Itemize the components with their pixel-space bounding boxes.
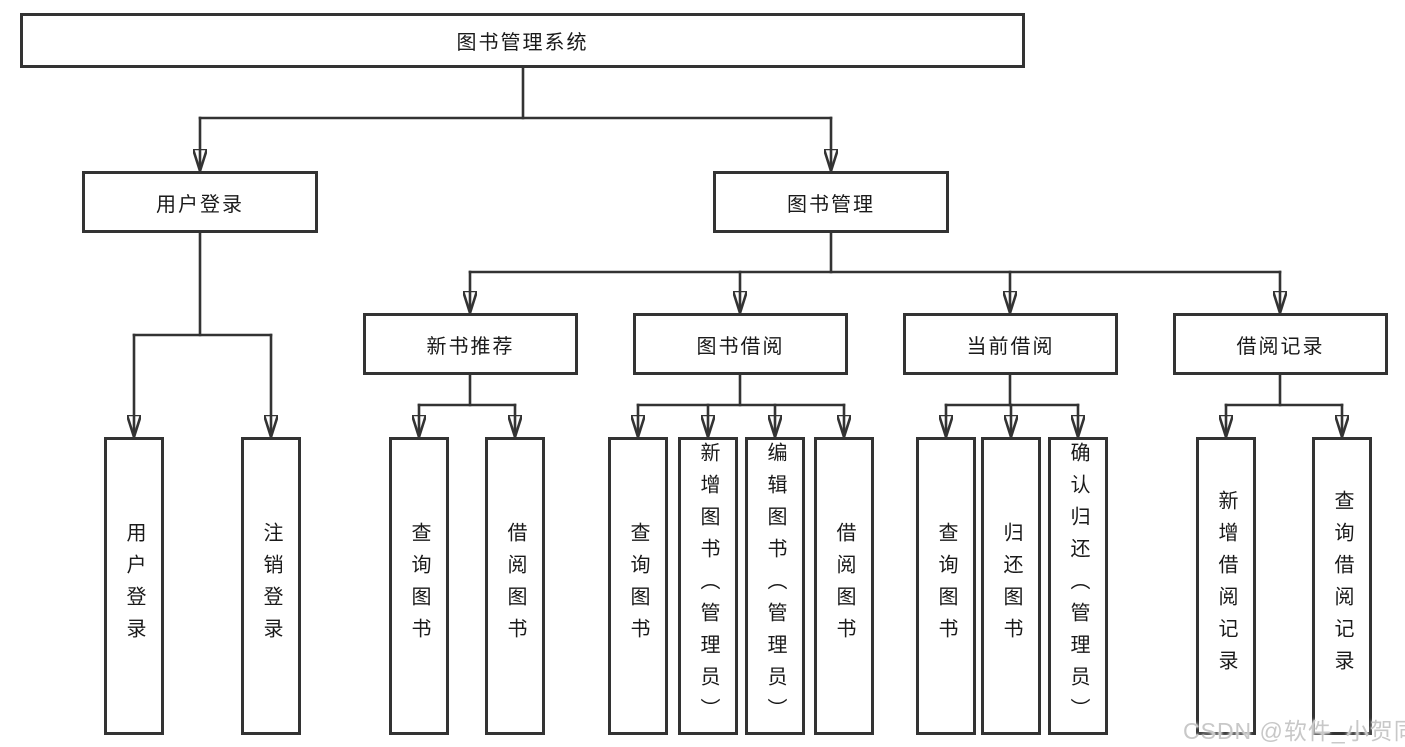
leaf-user-login: 用户登录	[104, 437, 164, 735]
leaf-label: 查询借阅记录	[1331, 490, 1353, 682]
leaf-query-borrow-record: 查询借阅记录	[1312, 437, 1372, 735]
leaf-label: 借阅图书	[833, 522, 855, 650]
leaf-query-books: 查询图书	[608, 437, 668, 735]
leaf-logout: 注销登录	[241, 437, 301, 735]
node-user-login: 用户登录	[82, 171, 318, 233]
leaf-add-borrow-record: 新增借阅记录	[1196, 437, 1256, 735]
leaf-label: 查询图书	[408, 522, 430, 650]
leaf-query-books: 查询图书	[389, 437, 449, 735]
leaf-borrow-books: 借阅图书	[814, 437, 874, 735]
node-label: 新书推荐	[426, 335, 515, 358]
leaf-label: 新增图书（管理员）	[697, 442, 719, 730]
node-borrowing-records: 借阅记录	[1173, 313, 1388, 375]
leaf-return-books: 归还图书	[981, 437, 1041, 735]
leaf-label: 查询图书	[627, 522, 649, 650]
node-label: 当前借阅	[966, 335, 1055, 358]
leaf-confirm-return-admin: 确认归还（管理员）	[1048, 437, 1108, 735]
leaf-query-books: 查询图书	[916, 437, 976, 735]
node-label: 借阅记录	[1236, 335, 1325, 358]
leaf-edit-books-admin: 编辑图书（管理员）	[745, 437, 805, 735]
node-label: 图书管理	[787, 193, 875, 216]
leaf-label: 确认归还（管理员）	[1067, 442, 1089, 730]
node-book-management: 图书管理	[713, 171, 949, 233]
node-book-borrowing: 图书借阅	[633, 313, 848, 375]
node-current-borrowing: 当前借阅	[903, 313, 1118, 375]
leaf-borrow-books: 借阅图书	[485, 437, 545, 735]
node-label: 用户登录	[156, 193, 244, 216]
leaf-label: 新增借阅记录	[1215, 490, 1237, 682]
node-label: 图书管理系统	[456, 32, 589, 54]
leaf-label: 注销登录	[260, 522, 282, 650]
node-new-book-recommendation: 新书推荐	[363, 313, 578, 375]
leaf-label: 用户登录	[123, 522, 145, 650]
node-label: 图书借阅	[696, 335, 785, 358]
leaf-label: 查询图书	[935, 522, 957, 650]
node-library-management-system: 图书管理系统	[20, 13, 1025, 68]
leaf-label: 归还图书	[1000, 522, 1022, 650]
csdn-watermark: CSDN @软件_小贺同学	[1183, 718, 1405, 744]
leaf-label: 借阅图书	[504, 522, 526, 650]
leaf-label: 编辑图书（管理员）	[764, 442, 786, 730]
leaf-add-books-admin: 新增图书（管理员）	[678, 437, 738, 735]
